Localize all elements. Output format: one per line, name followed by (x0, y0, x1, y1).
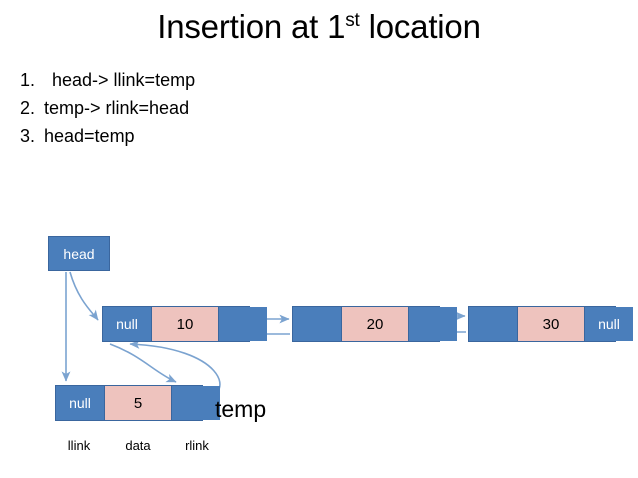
step-number-3: 3. (20, 126, 36, 146)
temp-node-caption: temp (215, 396, 267, 422)
step-text-1: head-> llink=temp (52, 70, 196, 90)
list-node-30: 30 null (468, 306, 633, 342)
node-20-llink (293, 307, 341, 341)
step-number-2: 2. (20, 98, 36, 118)
step-text-2: temp-> rlink=head (44, 98, 190, 118)
list-node-10: null 10 (102, 306, 267, 342)
head-pointer-box: head (48, 236, 110, 271)
field-legend-data: data (125, 438, 151, 453)
node-10-data: 10 (151, 307, 219, 341)
page-title-superscript: st (345, 10, 360, 31)
node-temp-rlink (172, 386, 220, 420)
node-temp-data: 5 (104, 386, 172, 420)
node-20-rlink (409, 307, 457, 341)
node-10-llink: null (103, 307, 151, 341)
page-title: Insertion at 1st location (0, 6, 638, 48)
step-item-1: 1. head-> llink=temp (14, 66, 434, 94)
step-text-3: head=temp (44, 126, 135, 146)
field-legend-llink: llink (67, 438, 91, 453)
node-30-rlink: null (585, 307, 633, 341)
steps-list: 1. head-> llink=temp 2. temp-> rlink=hea… (14, 66, 434, 150)
page-title-tail: location (359, 8, 481, 45)
node-20-data: 20 (341, 307, 409, 341)
node-30-llink (469, 307, 517, 341)
node-30-data: 30 (517, 307, 585, 341)
head-pointer-label: head (63, 245, 95, 262)
step-item-3: 3. head=temp (14, 122, 434, 150)
node-temp-llink: null (56, 386, 104, 420)
arrow-head-to-node10 (69, 271, 99, 321)
list-node-temp: null 5 (55, 385, 220, 421)
list-node-20: 20 (292, 306, 457, 342)
field-legend: llink data rlink (55, 438, 209, 453)
arrow-node10-llink-to-temp (109, 343, 177, 383)
page-title-main: Insertion at 1 (157, 8, 346, 45)
step-item-2: 2. temp-> rlink=head (14, 94, 434, 122)
step-number-1: 1. (20, 70, 36, 90)
node-10-rlink (219, 307, 267, 341)
field-legend-rlink: rlink (185, 438, 209, 453)
